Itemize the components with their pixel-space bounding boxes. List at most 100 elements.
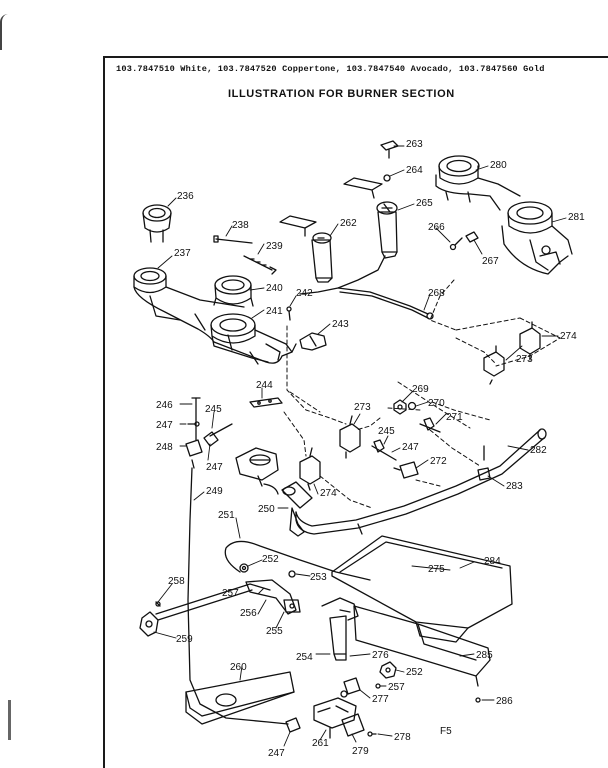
fitting-247-upper — [187, 421, 200, 427]
screw-239 — [243, 255, 277, 275]
callout-262: 262 — [340, 218, 357, 229]
scan-edge-mark — [8, 700, 11, 740]
callout-277: 277 — [372, 694, 389, 705]
callout-269: 269 — [412, 384, 429, 395]
callout-244: 244 — [256, 380, 273, 391]
callout-266: 266 — [428, 222, 445, 233]
callout-284: 284 — [484, 556, 501, 567]
callout-239: 239 — [266, 241, 283, 252]
broiler-rail-285 — [353, 605, 491, 687]
callout-268: 268 — [428, 288, 445, 299]
callout-281: 281 — [568, 212, 585, 223]
burner-280 — [435, 155, 521, 211]
fitting-247-lower — [285, 717, 301, 733]
callout-257-right: 257 — [388, 682, 405, 693]
callout-247-mid: 247 — [206, 462, 223, 473]
callout-273-right: 273 — [516, 354, 533, 365]
washer-270 — [407, 401, 417, 411]
regulator-287 — [235, 447, 279, 495]
fitting-245-left — [203, 423, 233, 447]
spreader-plate-284 — [331, 535, 513, 643]
callout-247-bottom: 247 — [268, 748, 285, 759]
callout-285: 285 — [476, 650, 493, 661]
frame-top-rule — [103, 56, 608, 58]
broiler-burner-260 — [185, 671, 295, 725]
callout-249: 249 — [206, 486, 223, 497]
bracket-262 — [279, 215, 333, 283]
valve-274-center — [299, 447, 321, 491]
callout-279: 279 — [352, 746, 369, 757]
knob-252-left — [239, 563, 249, 573]
callout-286: 286 — [496, 696, 513, 707]
screw-258 — [155, 601, 161, 607]
spark-ignitor-259 — [139, 611, 159, 637]
bracket-283 — [477, 467, 491, 481]
callout-255: 255 — [266, 626, 283, 637]
callout-272: 272 — [430, 456, 447, 467]
bracket-255-256 — [245, 579, 301, 615]
nut-269 — [393, 399, 407, 415]
manifold-pipe-282 — [295, 428, 547, 535]
callout-246: 246 — [156, 400, 173, 411]
screw-253 — [288, 570, 296, 578]
frame-left-rule — [103, 56, 105, 768]
callout-264: 264 — [406, 165, 423, 176]
callout-251: 251 — [218, 510, 235, 521]
valve-273-right — [483, 345, 505, 385]
screw-238 — [213, 235, 253, 244]
leader-lines — [153, 145, 567, 747]
callout-236: 236 — [177, 191, 194, 202]
callout-245-left: 245 — [205, 404, 222, 415]
bracket-279 — [341, 713, 365, 737]
callout-265: 265 — [416, 198, 433, 209]
callout-256: 256 — [240, 608, 257, 619]
callout-260: 260 — [230, 662, 247, 673]
knob-252-right — [379, 661, 397, 679]
broiler-tube-254 — [321, 597, 359, 661]
bracket-244 — [249, 397, 283, 408]
elbow-250 — [281, 481, 313, 537]
dashed-guide-lines — [283, 279, 561, 509]
washer-264 — [383, 174, 391, 182]
orifice-245-center — [371, 439, 397, 461]
callout-267: 267 — [482, 256, 499, 267]
callout-276: 276 — [372, 650, 389, 661]
clip-267 — [465, 231, 479, 243]
callout-254: 254 — [296, 652, 313, 663]
callout-248: 248 — [156, 442, 173, 453]
callout-258: 258 — [168, 576, 185, 587]
thermocouple-251 — [224, 540, 371, 581]
callout-274-right: 274 — [560, 331, 577, 342]
callout-282: 282 — [530, 445, 547, 456]
fitting-248 — [185, 439, 203, 469]
callout-250: 250 — [258, 504, 275, 515]
orifice-271 — [419, 417, 441, 433]
screw-242 — [286, 306, 292, 321]
callout-283: 283 — [506, 481, 523, 492]
pilot-tube-268 — [299, 255, 434, 320]
burner-236-cap — [142, 204, 172, 243]
callout-270: 270 — [428, 398, 445, 409]
footer-code: F5 — [440, 726, 452, 737]
callout-247-upper: 247 — [156, 420, 173, 431]
callout-278: 278 — [394, 732, 411, 743]
screw-263 — [380, 140, 399, 159]
callout-252-left: 252 — [262, 554, 279, 565]
callout-253: 253 — [310, 572, 327, 583]
callout-271: 271 — [446, 412, 463, 423]
burner-240 — [213, 275, 254, 307]
callout-237: 237 — [174, 248, 191, 259]
scan-corner-mark — [0, 14, 10, 50]
callout-242: 242 — [296, 288, 313, 299]
screw-257-right — [375, 683, 381, 689]
callout-275: 275 — [428, 564, 445, 575]
callout-240: 240 — [266, 283, 283, 294]
callout-241: 241 — [266, 306, 283, 317]
model-numbers-line: 103.7847510 White, 103.7847520 Copperton… — [116, 64, 545, 74]
callout-252-right: 252 — [406, 667, 423, 678]
valve-block-261 — [313, 690, 357, 739]
callout-263: 263 — [406, 139, 423, 150]
screw-266 — [449, 237, 463, 251]
